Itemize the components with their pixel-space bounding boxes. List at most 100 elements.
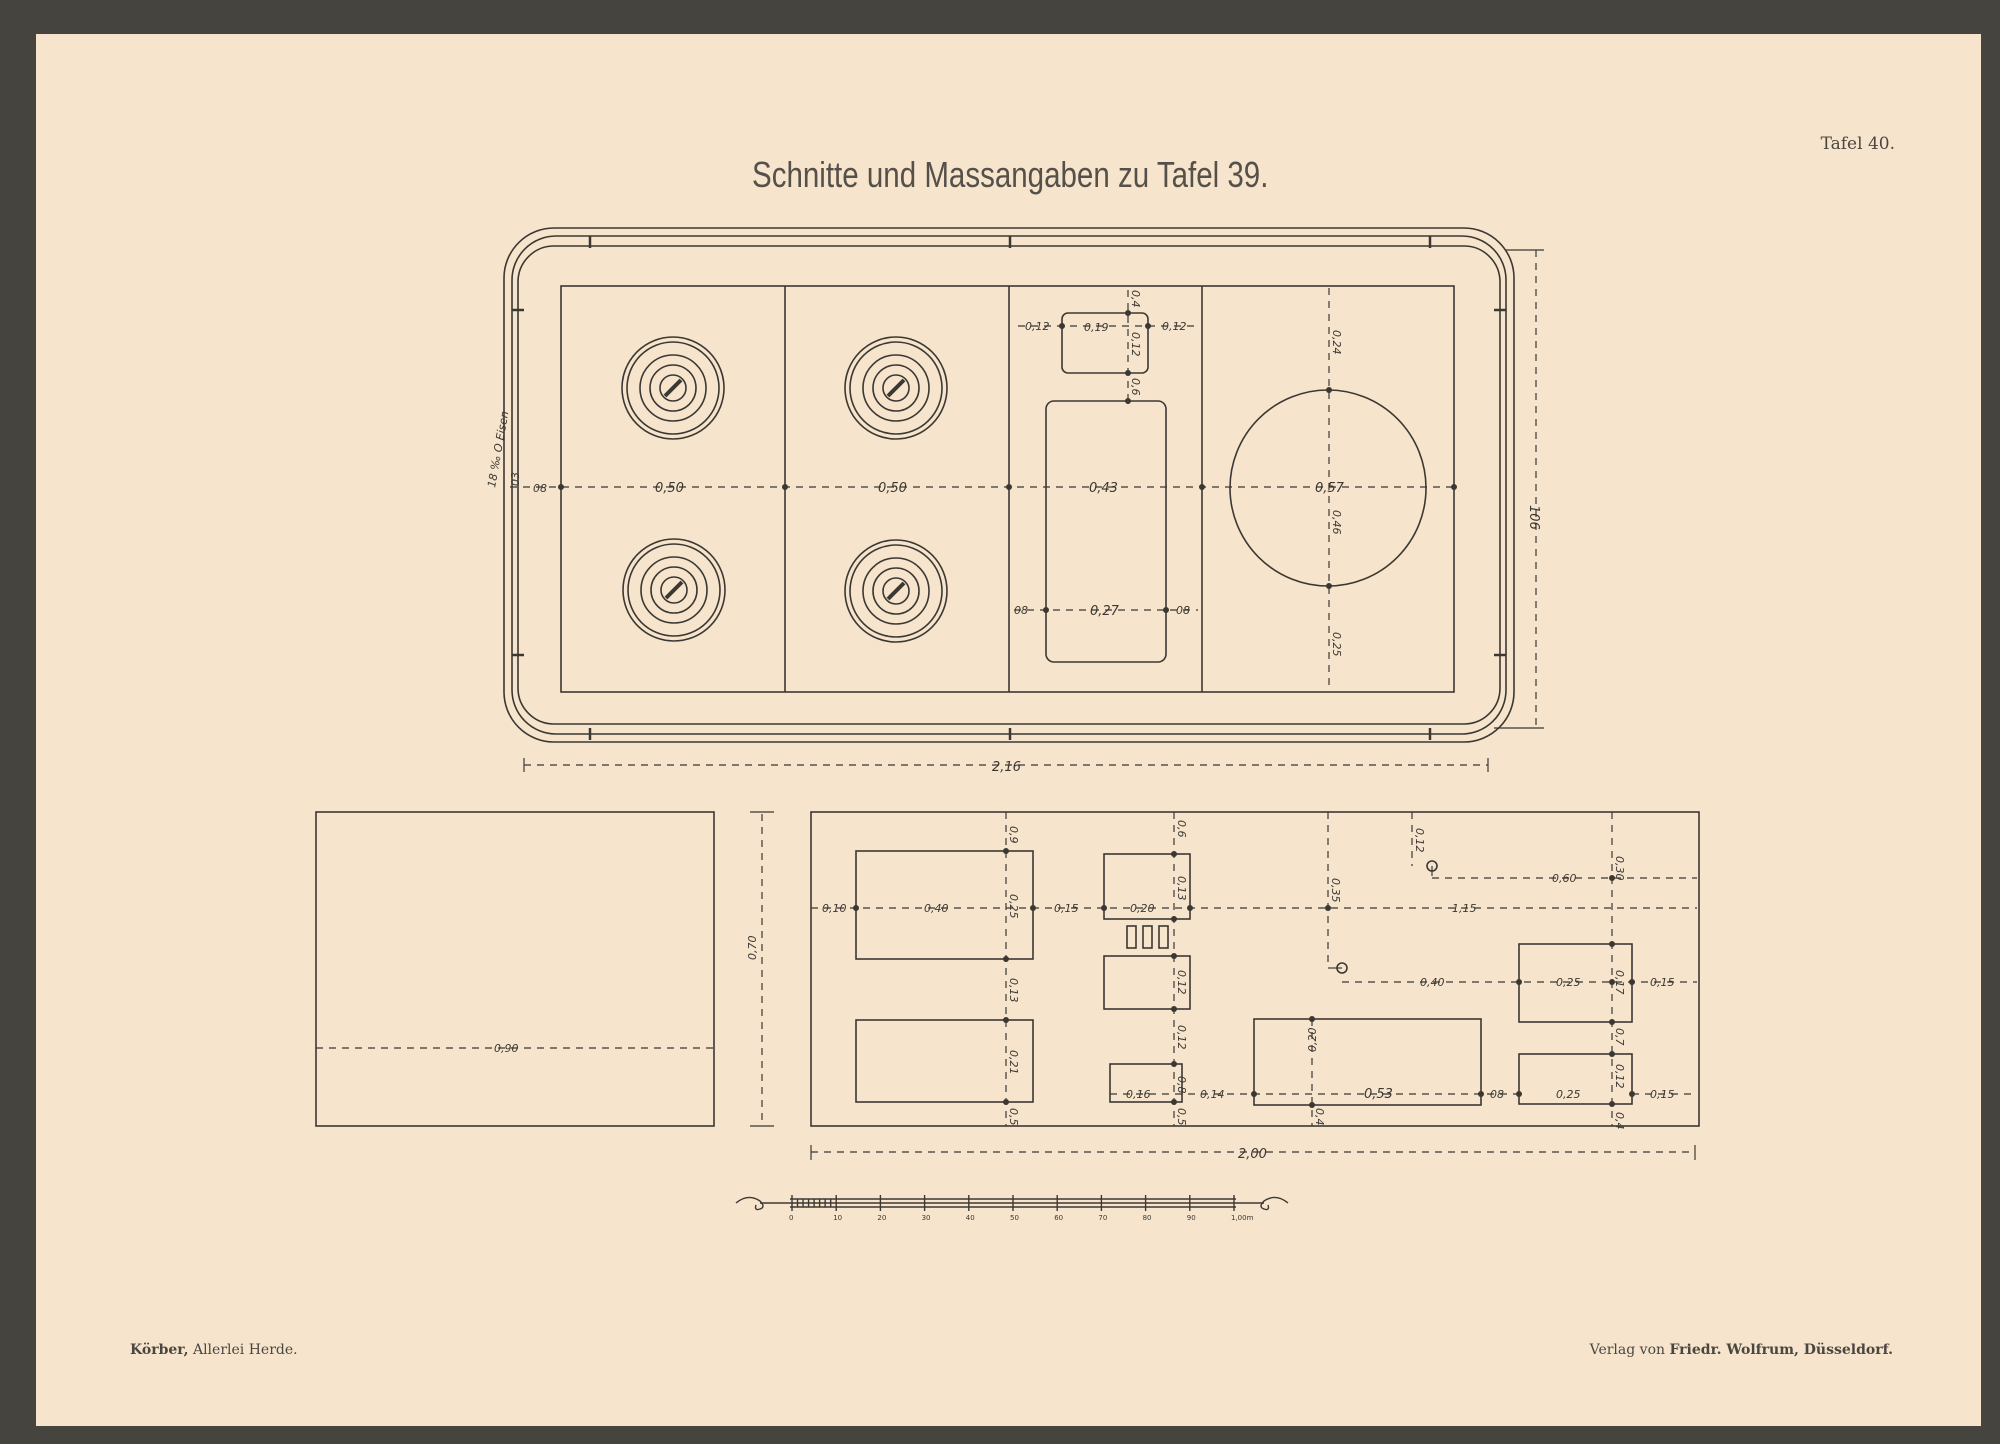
dim-oven-width: 0,27: [1090, 604, 1120, 619]
dim-top-box-height: 0,12: [1129, 332, 1142, 357]
vent-slot-3: [1158, 925, 1169, 949]
dim-ash-bottom: 0,4: [1313, 1108, 1326, 1126]
dim-right-span: 1,15: [1452, 902, 1477, 915]
dim-right-box-gap: 0,7: [1613, 1028, 1626, 1046]
dim-right-drop: 0,35: [1329, 878, 1342, 903]
dim-right-box-width: 0,25: [1556, 976, 1581, 989]
scale-tick-label: 10: [833, 1214, 842, 1222]
scale-tick-label: 40: [966, 1214, 975, 1222]
dim-ash-width: 0,53: [1364, 1087, 1393, 1102]
dim-door1-top: 0,9: [1007, 826, 1020, 844]
dim-right-box2-width: 0,25: [1556, 1088, 1581, 1101]
front-door-small-top: [1103, 853, 1191, 920]
dim-small-h2: 0,12: [1175, 970, 1188, 995]
footer-publisher: Verlag von Friedr. Wolfrum, Düsseldorf.: [1590, 1342, 1893, 1358]
dim-oven-side-left: 08: [1014, 604, 1028, 617]
scale-flourish-left-icon: [735, 1196, 764, 1211]
dim-front-overall-width: 2,00: [1238, 1147, 1267, 1162]
front-door-small-middle: [1103, 955, 1191, 1010]
footer-author: Körber,: [130, 1342, 189, 1358]
dim-oven-side-right: 08: [1176, 604, 1190, 617]
scale-tick-label: 50: [1010, 1214, 1019, 1222]
oven-opening: [1045, 400, 1167, 663]
footer-book: Allerlei Herde.: [192, 1342, 298, 1358]
dim-col2-width: 0,50: [878, 481, 907, 496]
dim-door1-width: 0,40: [924, 902, 949, 915]
scale-tick-label: 70: [1098, 1214, 1107, 1222]
side-elevation-left: [315, 811, 715, 1127]
ash-drawer: [1253, 1018, 1482, 1106]
small-lid-box: [1061, 312, 1149, 374]
burner-top-left-icon: [621, 336, 725, 440]
rim-joints: [512, 236, 1506, 740]
vent-slot-2: [1142, 925, 1153, 949]
dim-overall-depth: 106: [1526, 505, 1541, 530]
dim-gap-14: 0,14: [1200, 1088, 1225, 1101]
front-dimension-lines: [316, 812, 1697, 1153]
dim-small-h3: 0,12: [1175, 1025, 1188, 1050]
dim-right-box-h: 0,17: [1613, 970, 1626, 995]
dim-overall-width: 2,16: [992, 760, 1021, 775]
dim-front-margin-left: 0,10: [822, 902, 847, 915]
dim-top-box-top: 0,4: [1129, 290, 1142, 308]
dim-door1-height: 0,25: [1007, 894, 1020, 919]
dim-ash-height: 0,20: [1306, 1028, 1319, 1053]
dim-circle-mid: 0,46: [1330, 510, 1343, 535]
dim-right-margin2: 0,15: [1650, 1088, 1675, 1101]
footer-publisher-name: Friedr. Wolfrum, Düsseldorf.: [1669, 1342, 1893, 1358]
dim-right-top-gap: 0,12: [1413, 828, 1426, 853]
top-view-labels: 2,16 106 18 ‰ O Eisen 03 08 0,50 0,50 0,…: [485, 290, 1541, 775]
dim-right-box2-b: 0,4: [1613, 1112, 1626, 1130]
page-title: Schnitte und Massangaben zu Tafel 39.: [752, 154, 1269, 195]
scale-tick-label: 60: [1054, 1214, 1063, 1222]
front-door-lower-left: [855, 1019, 1034, 1103]
scale-tick-label: 20: [877, 1214, 886, 1222]
top-dimension-dots: [558, 310, 1457, 613]
vent-slot-1: [1126, 925, 1137, 949]
footer-credit: Körber, Allerlei Herde.: [130, 1342, 298, 1358]
burner-top-right-icon: [844, 336, 948, 440]
dim-margin-left: 08: [533, 482, 547, 495]
top-view-plan: [503, 227, 1515, 743]
dim-height: 0,70: [746, 936, 759, 961]
dim-top-box-gap: 0,6: [1129, 378, 1142, 396]
front-dimension-dots: [853, 848, 1635, 1108]
dim-right-30: 0,30: [1613, 856, 1626, 881]
dim-gap-15: 0,15: [1054, 902, 1079, 915]
dim-circle-diameter: 0,57: [1315, 481, 1345, 496]
dim-ash-gap: 08: [1490, 1088, 1504, 1101]
dim-door2-bottom: 0,5: [1007, 1108, 1020, 1126]
dim-circle-bottom-gap: 0,25: [1330, 632, 1343, 657]
front-dimension-ticks: [750, 811, 1696, 1160]
dim-edge-small: 03: [509, 472, 522, 486]
scale-tick-label: 80: [1143, 1214, 1152, 1222]
top-dimension-lines: [510, 250, 1537, 766]
dim-small-door-width: 0,20: [1130, 902, 1155, 915]
front-door-small-bottom: [1109, 1063, 1183, 1103]
stove-outer-rim: [503, 227, 1515, 743]
dim-small-top: 0,6: [1175, 820, 1188, 838]
front-elevation: [810, 811, 1700, 1127]
drawing-sheet: Tafel 40. Schnitte und Massangaben zu Ta…: [36, 34, 1981, 1426]
scale-tick-label: 30: [922, 1214, 931, 1222]
footer-publisher-prefix: Verlag von: [1589, 1342, 1666, 1358]
dim-bottom-small-width: 0,16: [1126, 1088, 1151, 1101]
front-door-right-lower: [1518, 1053, 1633, 1105]
dim-top-box-right: 0,12: [1162, 320, 1187, 333]
edge-note: 18 ‰ O Eisen: [485, 410, 511, 489]
dim-top-box-left: 0,12: [1025, 320, 1050, 333]
top-dimension-ticks: [523, 249, 1544, 772]
dim-col3-width: 0,43: [1089, 481, 1118, 496]
scale-tick-label: 0: [789, 1214, 793, 1222]
scale-flourish-right-icon: [1260, 1196, 1289, 1211]
plate-number: Tafel 40.: [1820, 134, 1895, 154]
dim-right-60: 0,60: [1552, 872, 1577, 885]
dim-circle-top-gap: 0,24: [1330, 330, 1343, 355]
dim-door-gap: 0,13: [1007, 978, 1020, 1003]
dim-small-h1: 0,13: [1175, 876, 1188, 901]
dim-right-40: 0,40: [1420, 976, 1445, 989]
dim-top-box-width: 0,19: [1084, 321, 1109, 334]
dim-bottom-small-h: 0,8: [1175, 1076, 1188, 1094]
